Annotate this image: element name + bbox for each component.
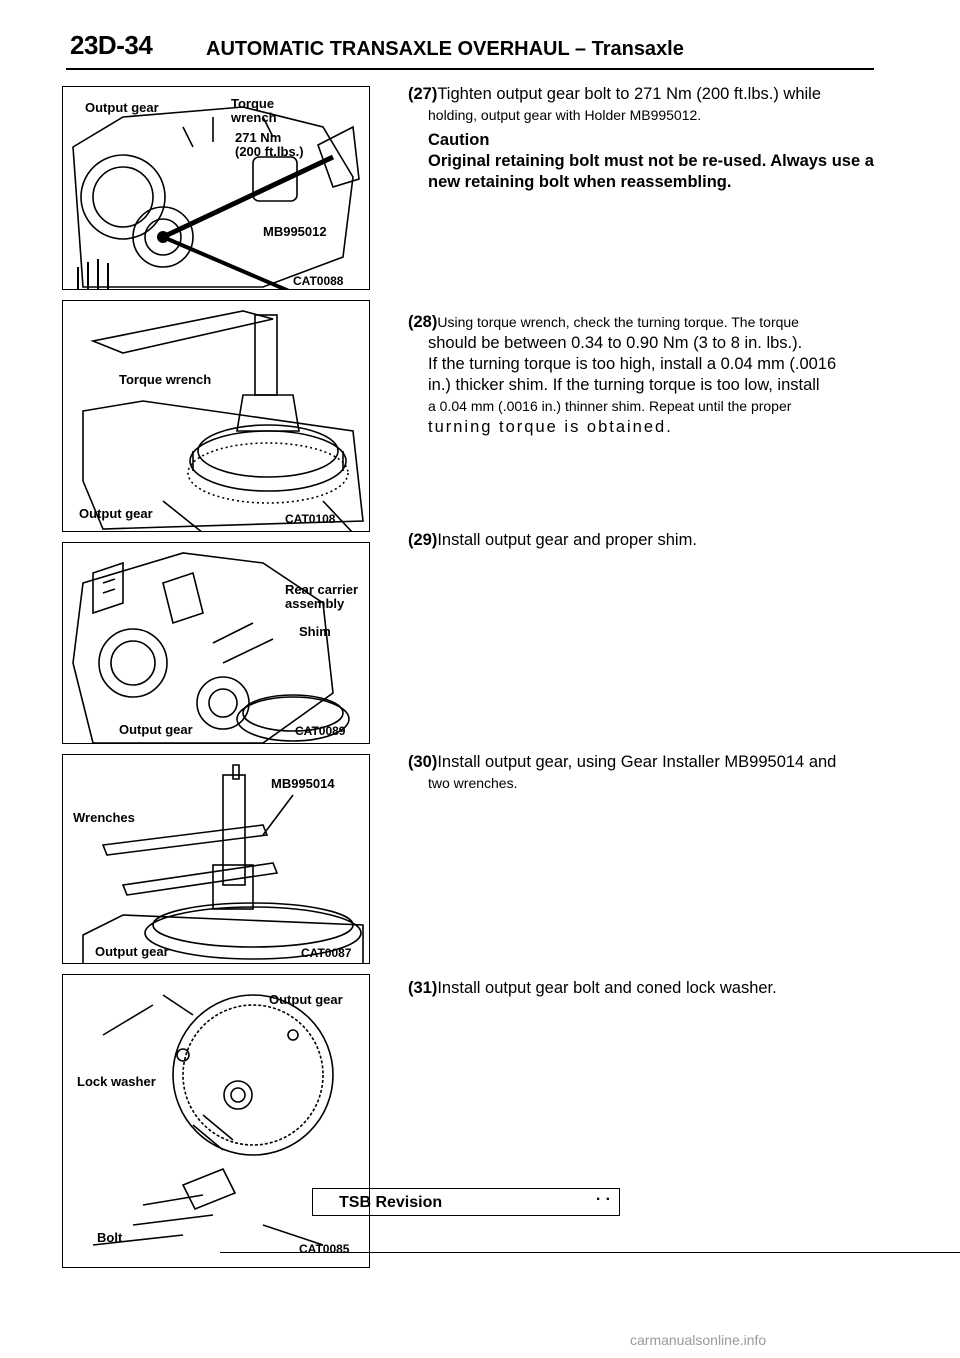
label-output-gear: Output gear [79,506,153,521]
step-text-line: Using torque wrench, check the turning t… [437,314,799,330]
figure-code: CAT0089 [295,724,346,738]
label-lock-washer: Lock washer [77,1074,156,1089]
figure-check-turning-torque: Torque wrench Output gear CAT0108 [62,300,370,532]
figure-gear-installer: MB995014 Wrenches Output gear CAT0087 [62,754,370,964]
figure-code: CAT0088 [293,274,344,288]
label-tool-number: MB995012 [263,224,327,239]
watermark: carmanualsonline.info [630,1332,767,1348]
label-wrenches: Wrenches [73,810,135,825]
step-number: (29) [408,531,438,549]
step-text-line: Tighten output gear bolt to 271 Nm (200 … [437,85,822,103]
label-output-gear: Output gear [85,100,159,115]
transaxle-illustration-5 [92,994,334,1246]
label-torque-value-ft: (200 ft.lbs.) [235,144,304,159]
label-torque-value: 271 Nm [235,130,282,145]
step-text-line: Install output gear bolt and coned lock … [437,979,777,997]
step-text-line: should be between 0.34 to 0.90 Nm (3 to … [428,334,803,352]
label-output-gear: Output gear [119,722,193,737]
step-31: (31)Install output gear bolt and coned l… [408,978,878,999]
transaxle-illustration-1 [72,106,360,289]
transaxle-illustration-4 [82,764,364,963]
caution-title: Caution [428,131,490,149]
label-tool-number: MB995014 [271,776,335,791]
step-27: (27)Tighten output gear bolt to 271 Nm (… [408,84,878,193]
footer-rule [220,1252,960,1253]
step-number: (27) [408,85,438,103]
label-output-gear: Output gear [269,992,343,1007]
step-text-line: Install output gear, using Gear Installe… [437,753,837,771]
step-text-line: a 0.04 mm (.0016 in.) thinner shim. Repe… [428,398,792,414]
label-shim: Shim [299,624,331,639]
tsb-revision-box: TSB Revision · · [312,1188,620,1216]
figure-bolt-lock-washer: Output gear Lock washer Bolt CAT0085 [62,974,370,1268]
step-30: (30)Install output gear, using Gear Inst… [408,752,878,794]
label-rear-carrier-assembly: Rear carrier assembly [285,582,358,611]
header-rule [66,68,874,70]
figure-install-output-gear-shim: Rear carrier assembly Shim Output gear C… [62,542,370,744]
step-number: (31) [408,979,438,997]
label-bolt: Bolt [97,1230,123,1245]
label-torque-wrench: Torque wrench [231,96,277,125]
tsb-revision-label: TSB Revision [339,1194,443,1211]
step-text-line: turning torque is obtained. [428,418,673,436]
step-number: (28) [408,313,438,331]
step-text-line: in.) thicker shim. If the turning torque… [428,376,820,394]
step-text-line: If the turning torque is too high, insta… [428,355,837,373]
figure-code: CAT0085 [299,1242,350,1256]
page-title: AUTOMATIC TRANSAXLE OVERHAUL – Transaxle [206,38,684,60]
step-text-line: Install output gear and proper shim. [437,531,697,549]
page-number: 23D-34 [70,30,153,60]
step-number: (30) [408,753,438,771]
figure-code: CAT0087 [301,946,352,960]
figure-tighten-output-gear: Output gear Torque wrench 271 Nm (200 ft… [62,86,370,290]
step-text-line: two wrenches. [428,775,518,791]
figure-code: CAT0108 [285,512,336,526]
tsb-revision-marks: · · [595,1191,611,1208]
label-output-gear: Output gear [95,944,169,959]
step-text-line: holding, output gear with Holder MB99501… [428,107,702,123]
step-29: (29)Install output gear and proper shim. [408,530,878,551]
transaxle-illustration-3 [72,552,350,743]
step-28: (28)Using torque wrench, check the turni… [408,312,878,438]
caution-text: Original retaining bolt must not be re-u… [428,152,874,191]
transaxle-illustration-2 [82,310,364,531]
label-torque-wrench: Torque wrench [119,372,212,387]
